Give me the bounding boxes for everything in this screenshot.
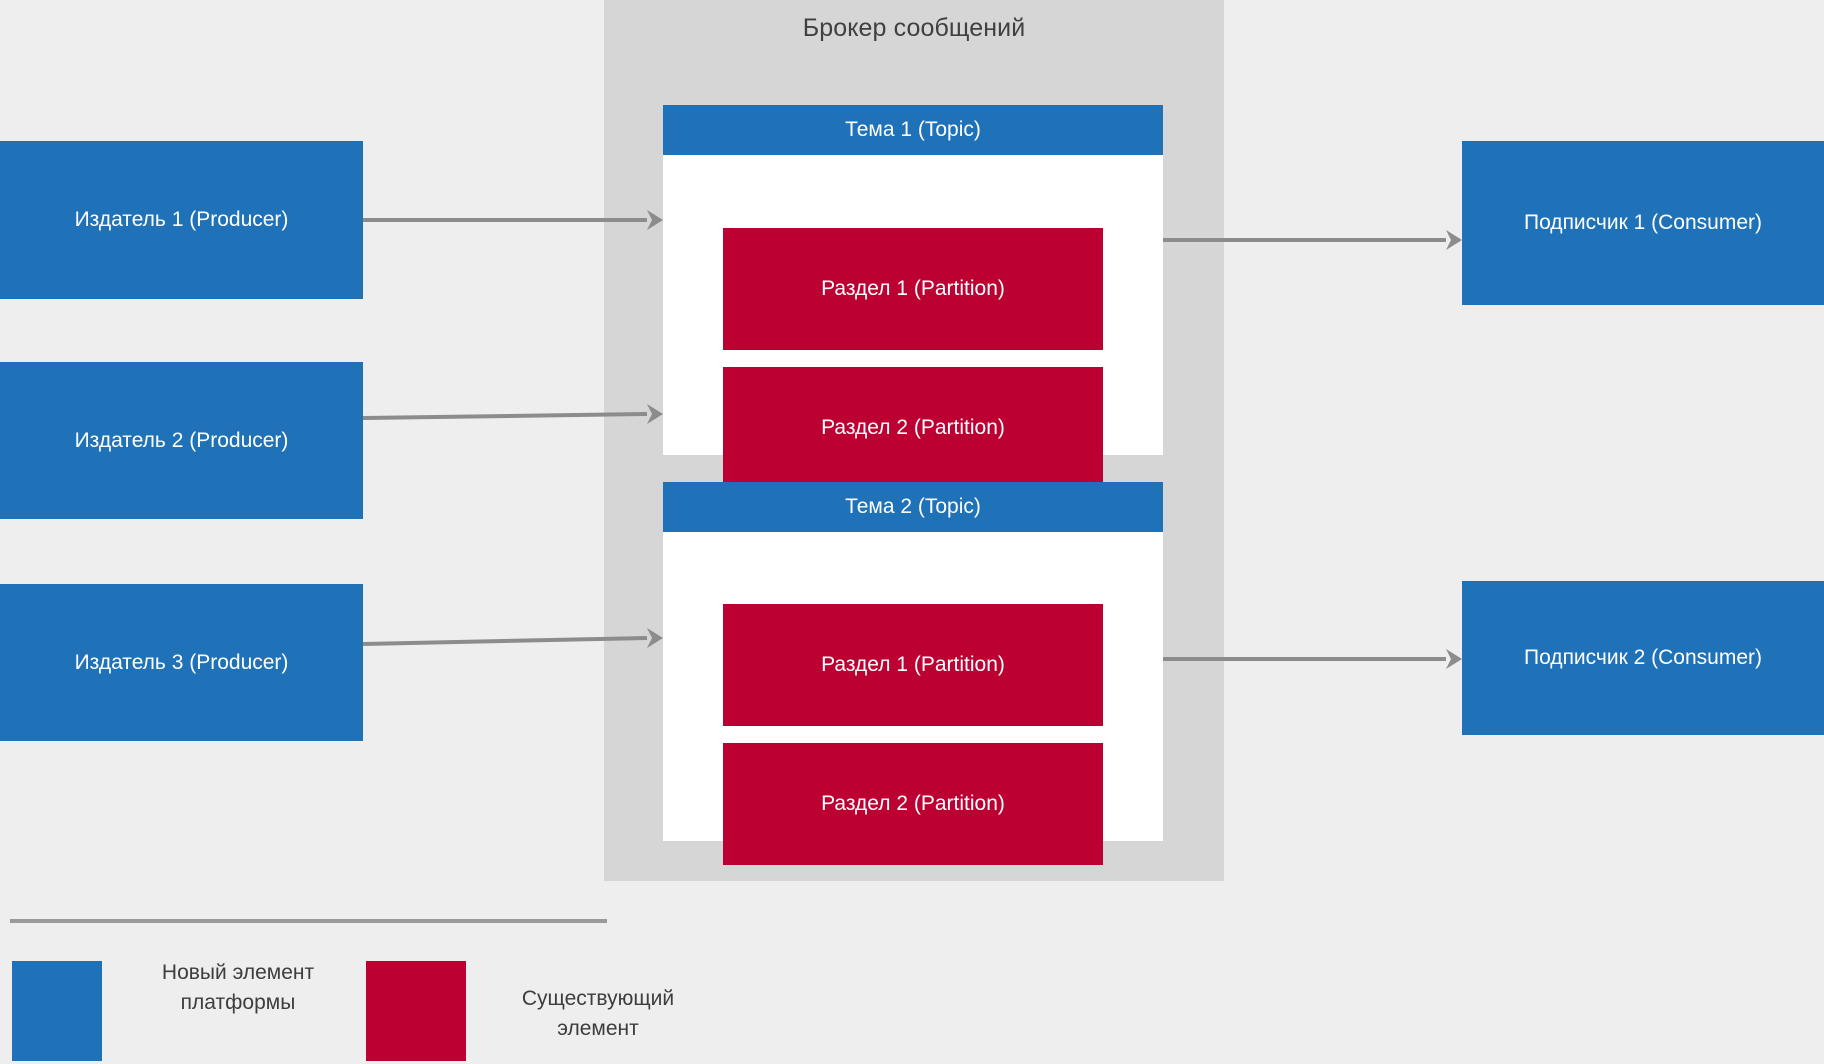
broker-title: Брокер сообщений bbox=[802, 14, 1026, 42]
producer-box-1[interactable]: Издатель 1 (Producer) bbox=[0, 141, 363, 299]
consumer-box-2[interactable]: Подписчик 2 (Consumer) bbox=[1462, 581, 1824, 735]
arrow-producer-1-to-topic-1 bbox=[363, 210, 663, 230]
topic-card-2[interactable]: Тема 2 (Topic) Раздел 1 (Partition) Разд… bbox=[663, 482, 1163, 865]
topic-header-1: Тема 1 (Topic) bbox=[663, 105, 1163, 155]
producer-box-3[interactable]: Издатель 3 (Producer) bbox=[0, 584, 363, 741]
legend-swatch-new-element bbox=[12, 961, 102, 1061]
topic-card-1[interactable]: Тема 1 (Topic) Раздел 1 (Partition) Разд… bbox=[663, 105, 1163, 489]
topic-body-2: Раздел 1 (Partition) Раздел 2 (Partition… bbox=[663, 532, 1163, 865]
partition-box-1-1[interactable]: Раздел 1 (Partition) bbox=[723, 228, 1103, 350]
arrow-topic-1-to-consumer-1 bbox=[1163, 230, 1462, 250]
arrow-producer-2-to-topic-1 bbox=[362, 404, 663, 424]
partition-box-2-2[interactable]: Раздел 2 (Partition) bbox=[723, 743, 1103, 865]
partition-box-1-2[interactable]: Раздел 2 (Partition) bbox=[723, 367, 1103, 489]
legend-divider bbox=[10, 919, 607, 923]
legend-swatch-existing-element bbox=[366, 961, 466, 1061]
arrow-topic-2-to-consumer-2 bbox=[1163, 649, 1462, 669]
legend-label-existing-element: Существующий элемент bbox=[521, 987, 675, 1040]
legend-label-new-element: Новый элемент платформы bbox=[161, 961, 315, 1014]
consumer-box-1[interactable]: Подписчик 1 (Consumer) bbox=[1462, 141, 1824, 305]
topic-header-2: Тема 2 (Topic) bbox=[663, 482, 1163, 532]
partition-box-2-1[interactable]: Раздел 1 (Partition) bbox=[723, 604, 1103, 726]
arrow-producer-3-to-topic-2 bbox=[362, 628, 663, 648]
producer-box-2[interactable]: Издатель 2 (Producer) bbox=[0, 362, 363, 519]
topic-body-1: Раздел 1 (Partition) Раздел 2 (Partition… bbox=[663, 155, 1163, 489]
